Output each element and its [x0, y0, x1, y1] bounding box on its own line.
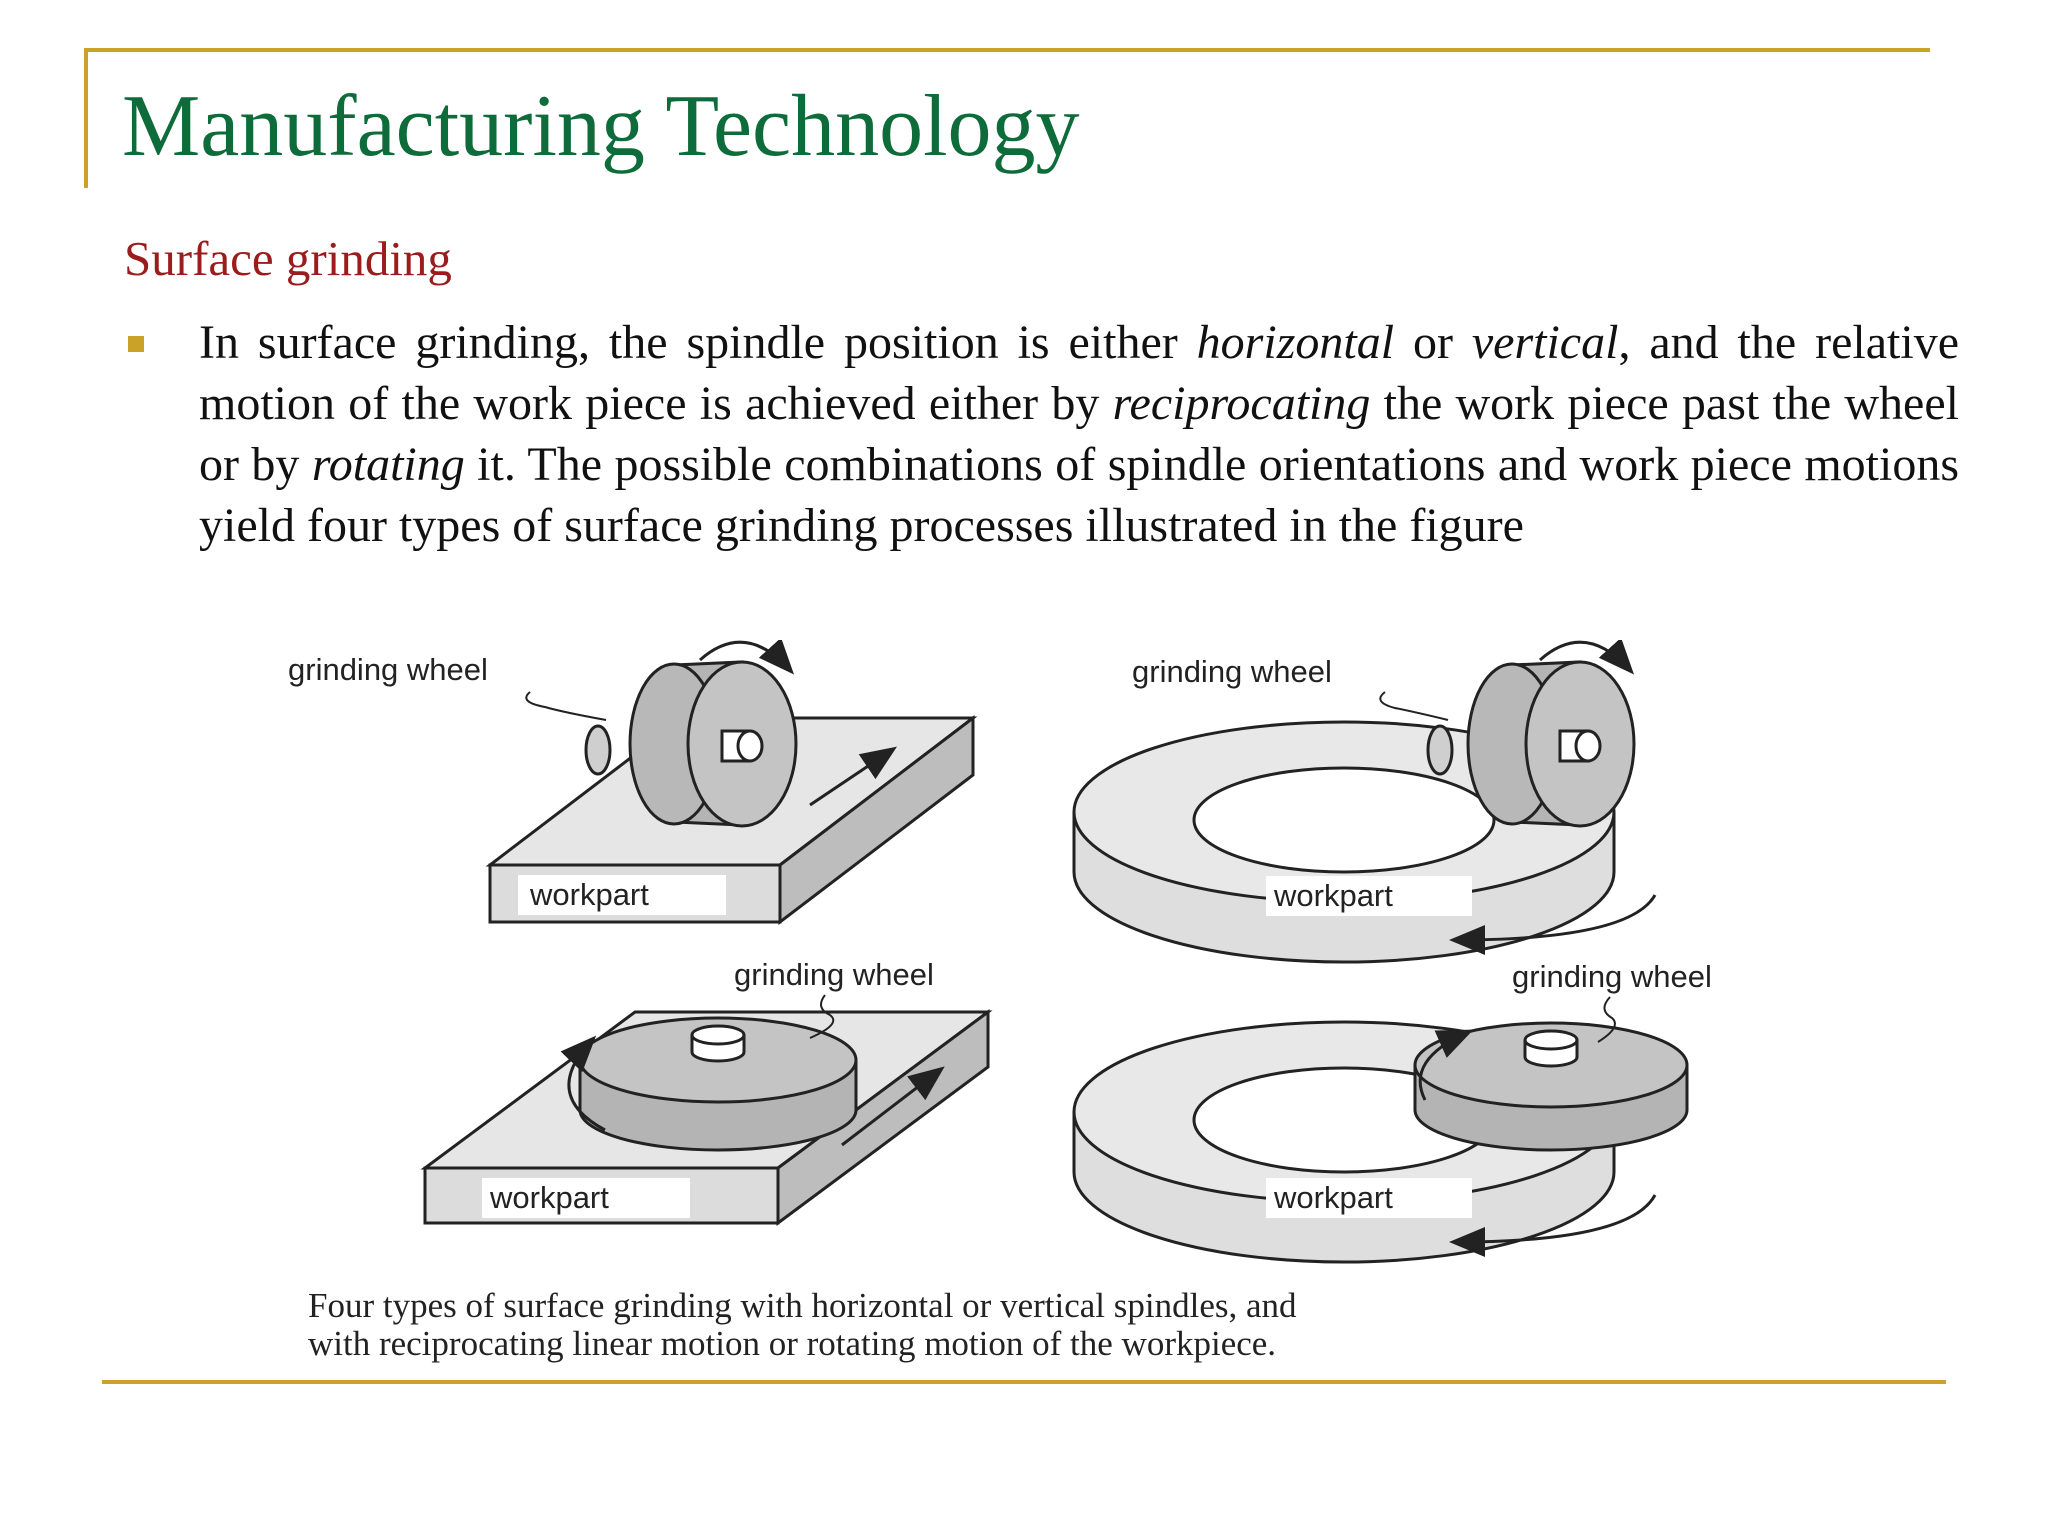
slide-subtitle: Surface grinding: [124, 231, 452, 286]
wheel-leader-line: [525, 691, 607, 721]
square-bullet-icon: [128, 336, 144, 352]
rotation-arrow-icon: [1449, 1194, 1657, 1257]
reciprocating-arrow-icon: [809, 746, 897, 807]
panel-vertical-reciprocating: workpart grinding wheel: [420, 957, 993, 1226]
figure-caption-line-2: with reciprocating linear motion or rota…: [308, 1324, 1276, 1363]
workpart-label-bg: [1266, 876, 1472, 916]
wheel-label: grinding wheel: [734, 957, 934, 992]
para-term-rotating: rotating: [311, 438, 465, 491]
bullet-paragraph: In surface grinding, the spindle positio…: [199, 312, 1959, 556]
para-term-horizontal: horizontal: [1196, 316, 1395, 369]
panel-vertical-rotary: workpart grinding wheel: [1072, 959, 1712, 1264]
wheel-leader-line: [1597, 996, 1616, 1043]
workpart-label: workpart: [489, 1180, 609, 1215]
workpart-label-bg: [482, 1178, 690, 1218]
para-term-reciprocating: reciprocating: [1112, 377, 1371, 430]
wheel-label: grinding wheel: [1512, 959, 1712, 994]
ring-hole: [1192, 766, 1496, 874]
wheel-label: grinding wheel: [288, 652, 488, 687]
para-text: or: [1394, 316, 1472, 369]
rotation-arrow-icon: [699, 640, 795, 675]
figure-illustration: workpart grinding wheel workpart: [288, 640, 1712, 1363]
wheel-hub-end: [1574, 729, 1602, 763]
workpart-block-side: [776, 1009, 990, 1226]
wheel-hub-end: [1523, 1029, 1579, 1051]
para-text: In surface grinding, the spindle positio…: [199, 316, 1197, 369]
para-text: the work piece past the wheel or by: [199, 377, 1960, 491]
workpart-label-bg: [518, 875, 726, 915]
figure-caption-line-1: Four types of surface grinding with hori…: [308, 1286, 1297, 1325]
rotation-arrow-icon: [1449, 894, 1657, 955]
panel-horizontal-reciprocating: workpart grinding wheel: [288, 640, 978, 926]
rotation-arrow-icon: [560, 1035, 606, 1132]
rotation-arrow-icon: [1539, 640, 1635, 675]
reciprocating-arrow-icon: [841, 1066, 945, 1147]
panel-horizontal-rotary: workpart grinding wheel: [1072, 640, 1657, 964]
workpart-block-side: [778, 714, 975, 926]
wheel-leader-line: [1379, 691, 1449, 721]
spindle-shaft: [584, 724, 612, 776]
para-text: it. The possible combinations of spindle…: [199, 438, 1960, 552]
wheel-label: grinding wheel: [1132, 654, 1332, 689]
wheel-leader-line: [809, 994, 835, 1039]
spindle-shaft: [1426, 724, 1454, 776]
surface-grinding-figure: workpart grinding wheel workpart: [200, 640, 1880, 1380]
workpart-label: workpart: [529, 877, 649, 912]
workpart-label: workpart: [1273, 878, 1393, 913]
top-rule: [84, 48, 1930, 52]
slide-title: Manufacturing Technology: [122, 78, 1080, 175]
workpart-label: workpart: [1273, 1180, 1393, 1215]
left-rule: [84, 48, 88, 188]
para-text: , and the relative motion of the work pi…: [199, 316, 1960, 430]
wheel-hub-end: [736, 729, 764, 763]
workpart-label-bg: [1266, 1178, 1472, 1218]
wheel-hub-end: [690, 1024, 746, 1046]
bottom-rule: [102, 1380, 1946, 1384]
rotation-arrow-icon: [1418, 1029, 1474, 1101]
para-term-vertical: vertical: [1471, 316, 1619, 369]
